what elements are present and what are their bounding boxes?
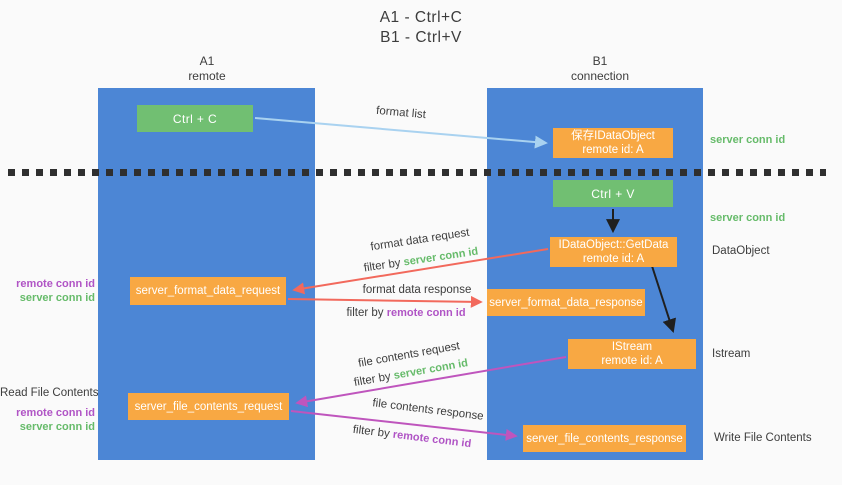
server-conn-id-label-left-top: server conn id xyxy=(19,292,95,304)
server-format-data-response-node: server_format_data_response xyxy=(487,289,645,316)
filter-by-text: filter by xyxy=(363,257,402,275)
file-response-label: server_file_contents_response xyxy=(526,432,683,445)
filter-by-remote-conn-id-label-2: filter by remote conn id xyxy=(352,424,472,450)
istream-label: Istream xyxy=(712,348,751,360)
file-request-label: server_file_contents_request xyxy=(134,400,283,413)
server-conn-id-label-right-top: server conn id xyxy=(710,134,786,146)
istream-line1: IStream xyxy=(611,341,653,353)
server-format-data-request-node: server_format_data_request xyxy=(130,277,286,305)
server-conn-id-label-right-mid: server conn id xyxy=(710,212,786,224)
filter-by-text: filter by xyxy=(353,370,392,389)
format-list-label: format list xyxy=(375,104,427,122)
filter-by-remote-conn-id-label-1: filter by remote conn id xyxy=(346,307,465,319)
remote-conn-id-label-left-bottom: remote conn id xyxy=(16,407,95,419)
format-data-response-label: format data response xyxy=(362,284,472,296)
format-request-label: server_format_data_request xyxy=(135,285,281,297)
istream-node: IStream remote id: A xyxy=(568,339,696,369)
lane-header-a1: A1 remote xyxy=(127,54,287,84)
title-line-1: A1 - Ctrl+C xyxy=(379,9,463,26)
server-conn-id-text: server conn id xyxy=(402,245,479,269)
lane-header-b1: B1 connection xyxy=(520,54,680,84)
file-contents-response-label: file contents response xyxy=(371,397,485,423)
dataobject-label: DataObject xyxy=(712,245,770,257)
server-conn-id-label-left-bottom: server conn id xyxy=(19,421,95,433)
format-data-response-arrow xyxy=(287,295,483,308)
filter-by-text: filter by xyxy=(352,423,391,441)
read-file-contents-label: Read File Contents xyxy=(0,387,99,399)
lane-a1-subtitle: remote xyxy=(188,69,226,83)
lane-b1-subtitle: connection xyxy=(570,69,630,83)
istream-line2: remote id: A xyxy=(601,355,663,367)
dotted-divider xyxy=(8,169,826,176)
getdata-line1: IDataObject::GetData xyxy=(558,239,669,251)
server-file-contents-request-node: server_file_contents_request xyxy=(128,393,289,420)
ctrl-v-label: Ctrl + V xyxy=(591,186,635,201)
filter-by-text: filter by xyxy=(346,307,384,319)
save-idataobject-line1: 保存IDataObject xyxy=(571,130,655,142)
format-response-label: server_format_data_response xyxy=(489,296,643,309)
server-file-contents-response-node: server_file_contents_response xyxy=(523,425,686,452)
ctrl-c-label: Ctrl + C xyxy=(172,111,218,126)
remote-conn-id-text: remote conn id xyxy=(392,428,472,451)
remote-conn-id-label-left-top: remote conn id xyxy=(16,278,95,290)
getdata-line2: remote id: A xyxy=(582,253,645,265)
write-file-contents-label: Write File Contents xyxy=(714,432,812,444)
lane-a1-title: A1 xyxy=(199,54,215,68)
ctrl-v-node: Ctrl + V xyxy=(553,180,673,207)
idataobject-getdata-node: IDataObject::GetData remote id: A xyxy=(550,237,677,267)
title-line-2: B1 - Ctrl+V xyxy=(380,29,462,46)
save-idataobject-line2: remote id: A xyxy=(582,144,644,156)
save-idataobject-node: 保存IDataObject remote id: A xyxy=(553,128,673,158)
lane-b1-title: B1 xyxy=(592,54,608,68)
ctrl-c-node: Ctrl + C xyxy=(137,105,253,132)
remote-conn-id-text: remote conn id xyxy=(386,307,466,319)
diagram-title: A1 - Ctrl+C B1 - Ctrl+V xyxy=(0,8,842,48)
